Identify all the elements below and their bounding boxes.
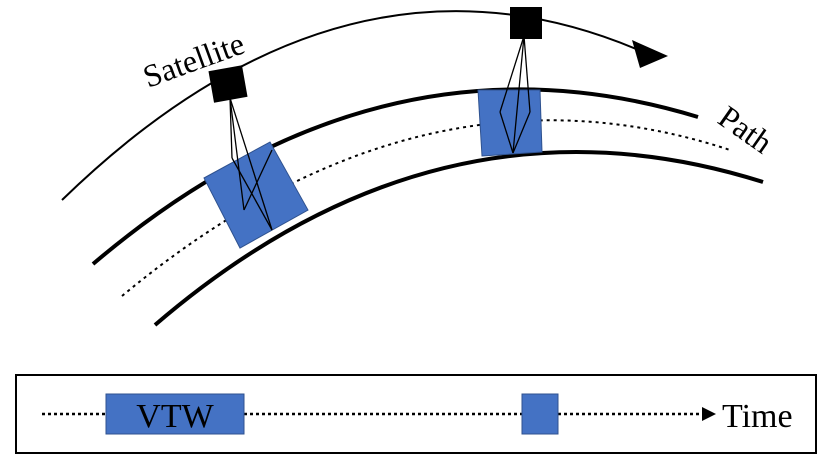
time-label: Time bbox=[722, 398, 793, 435]
path-outer-boundary bbox=[91, 87, 699, 266]
visible-window-2 bbox=[477, 89, 543, 157]
path-centerline bbox=[121, 119, 731, 297]
vtw-box bbox=[105, 393, 245, 435]
path-label: Path bbox=[712, 98, 779, 160]
sensor-cone-1 bbox=[229, 97, 273, 231]
path-inner-boundary bbox=[153, 150, 764, 327]
timeline-frame bbox=[15, 374, 817, 454]
timeline-arrowhead bbox=[702, 407, 716, 421]
satellite-icon-2 bbox=[510, 7, 542, 39]
visible-window-1 bbox=[203, 141, 309, 249]
sensor-cone-2 bbox=[499, 35, 531, 154]
timeline-window-marker bbox=[521, 393, 559, 435]
satellite-icon-1 bbox=[208, 65, 248, 103]
orbit-direction-arrow bbox=[632, 40, 668, 68]
vtw-label: VTW bbox=[136, 398, 214, 435]
satellite-orbit bbox=[61, 10, 651, 201]
